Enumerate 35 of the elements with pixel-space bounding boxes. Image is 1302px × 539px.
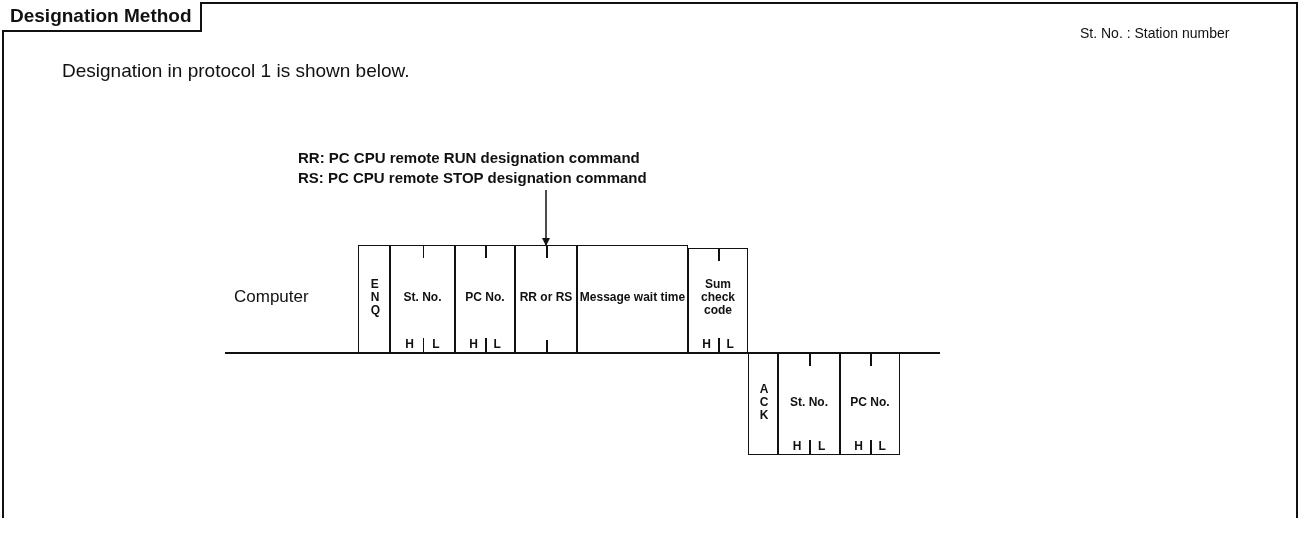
frame-field [358, 245, 390, 353]
frame-field [390, 245, 455, 353]
field-label: PC No. [464, 291, 506, 305]
byte-label: L [818, 439, 826, 453]
byte-label: H [792, 439, 802, 453]
frame-field [515, 245, 577, 353]
field-label: Message wait time [578, 291, 687, 305]
frame-field [577, 245, 688, 353]
byte-label: H [702, 337, 711, 351]
field-label: Sum check code [700, 277, 736, 317]
field-label: RR or RS [518, 291, 574, 305]
byte-label: L [432, 337, 440, 351]
field-label: ACK [759, 382, 767, 422]
row-label: Computer [234, 287, 309, 307]
byte-label: L [493, 337, 501, 351]
byte-label: H [469, 337, 478, 351]
field-label: ENQ [370, 277, 378, 317]
byte-label: H [405, 337, 414, 351]
byte-label: L [878, 439, 886, 453]
field-label: St. No. [789, 396, 829, 410]
footnote: St. No. : Station number [1080, 25, 1230, 41]
frame-field [840, 353, 900, 455]
field-label: St. No. [402, 291, 443, 305]
frame-field [748, 353, 778, 455]
frame-field [778, 353, 840, 455]
field-label: PC No. [849, 396, 891, 410]
section-heading: Designation Method [2, 2, 202, 32]
note-line: RS: PC CPU remote STOP designation command [298, 168, 647, 188]
frame-field [455, 245, 515, 353]
leader-arrow [542, 189, 550, 246]
byte-label: L [726, 337, 734, 351]
byte-label: H [854, 439, 863, 453]
note-line: RR: PC CPU remote RUN designation command [298, 148, 641, 168]
intro-text: Designation in protocol 1 is shown below. [62, 60, 410, 82]
frame-field [688, 248, 748, 353]
